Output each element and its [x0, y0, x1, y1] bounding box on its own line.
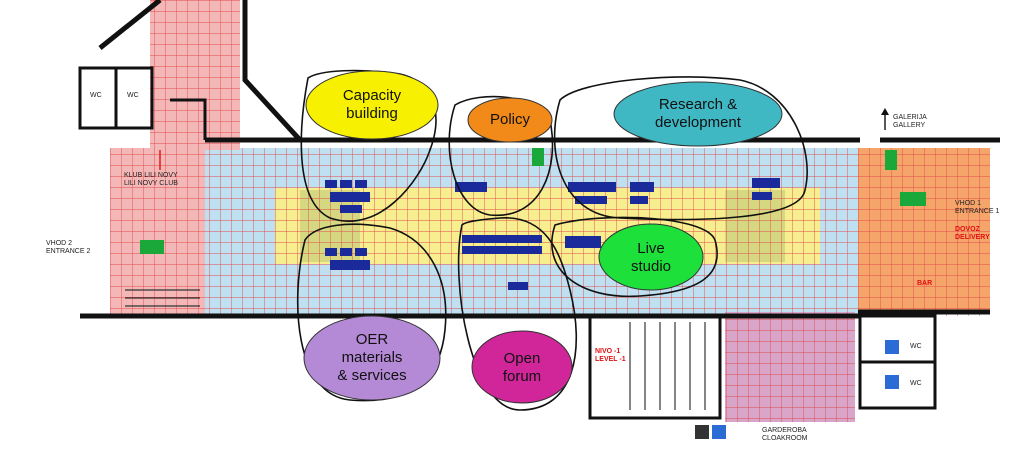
garderoba-label-2: CLOAKROOM [762, 435, 808, 442]
outline-forum [457, 217, 578, 411]
klub-label-2: LILI NOVY CLUB [124, 180, 178, 187]
zone-oer-line-3: & services [337, 367, 407, 384]
nivo-label-1: NIVO -1 [595, 348, 621, 355]
nivo-label: NIVO -1 LEVEL -1 [595, 348, 626, 364]
zone-forum-ellipse [471, 330, 573, 404]
bar-label: BAR [917, 280, 933, 287]
zone-oer-label: OER materials & services [316, 331, 428, 385]
vhod2-label: VHOD 2 ENTRANCE 2 [46, 240, 90, 256]
grid-corridor [150, 0, 240, 150]
zone-forum-label: Open forum [487, 350, 557, 386]
zone-forum-line-2: forum [502, 368, 542, 385]
wc-label-4: WC [910, 380, 922, 387]
zone-capacity-line-1: Capacity [342, 87, 402, 104]
dovoz-label: DOVOZ DELIVERY [955, 226, 990, 242]
zone-policy-line-1: Policy [489, 111, 530, 128]
galerija-label: GALERIJA GALLERY [893, 114, 927, 130]
garderoba-label-1: GARDEROBA [762, 427, 807, 434]
vhod2-label-2: ENTRANCE 2 [46, 248, 91, 255]
staircase [125, 289, 706, 410]
wc-label-1: WC [90, 92, 102, 99]
zone-research-label: Research & development [628, 96, 768, 132]
zone-oer-line-1: OER [355, 331, 389, 348]
exit-signs [140, 148, 926, 254]
zone-oer-ellipse [303, 315, 441, 401]
zone-live-line-2: studio [630, 258, 672, 275]
nivo-label-2: LEVEL -1 [595, 356, 626, 363]
dovoz-label-2: DELIVERY [955, 234, 990, 241]
zone-oer-line-2: materials [341, 349, 403, 366]
zone-capacity-label: Capacity building [326, 87, 418, 123]
klub-label: KLUB LILI NOVY LILI NOVY CLUB [124, 172, 178, 188]
garderoba-label: GARDEROBA CLOAKROOM [762, 427, 808, 443]
vhod1-label: VHOD 1 ENTRANCE 1 [955, 200, 999, 216]
zone-live-line-1: Live [637, 240, 665, 257]
vhod1-label-2: ENTRANCE 1 [955, 208, 1000, 215]
dovoz-label-1: DOVOZ [955, 226, 980, 233]
galerija-label-1: GALERIJA [893, 114, 927, 121]
wc-label-3: WC [910, 343, 922, 350]
wc-label-2: WC [127, 92, 139, 99]
walls [78, 0, 1000, 420]
zone-policy-ellipse [467, 97, 553, 143]
zone-live-ellipse [598, 223, 704, 291]
gallery-arrowhead [881, 108, 889, 115]
grid-main [110, 148, 990, 316]
zone-capacity-ellipse [305, 70, 439, 140]
zone-capacity-line-2: building [346, 105, 398, 122]
zone-policy-label: Policy [475, 111, 545, 129]
furniture [325, 178, 780, 290]
zone-live-label: Live studio [611, 240, 691, 276]
accessible-icons [695, 340, 899, 439]
klub-label-1: KLUB LILI NOVY [124, 172, 178, 179]
outline-live [551, 216, 718, 298]
grid-cloakroom [725, 312, 855, 422]
vhod2-label-1: VHOD 2 [46, 240, 73, 247]
vhod1-label-1: VHOD 1 [955, 200, 982, 207]
zone-research-line-1: Research & [658, 96, 738, 113]
galerija-label-2: GALLERY [893, 122, 926, 129]
outline-research [553, 76, 808, 221]
zone-research-ellipse [613, 81, 783, 147]
zone-research-line-2: development [655, 114, 741, 131]
zone-forum-line-1: Open [503, 350, 541, 367]
